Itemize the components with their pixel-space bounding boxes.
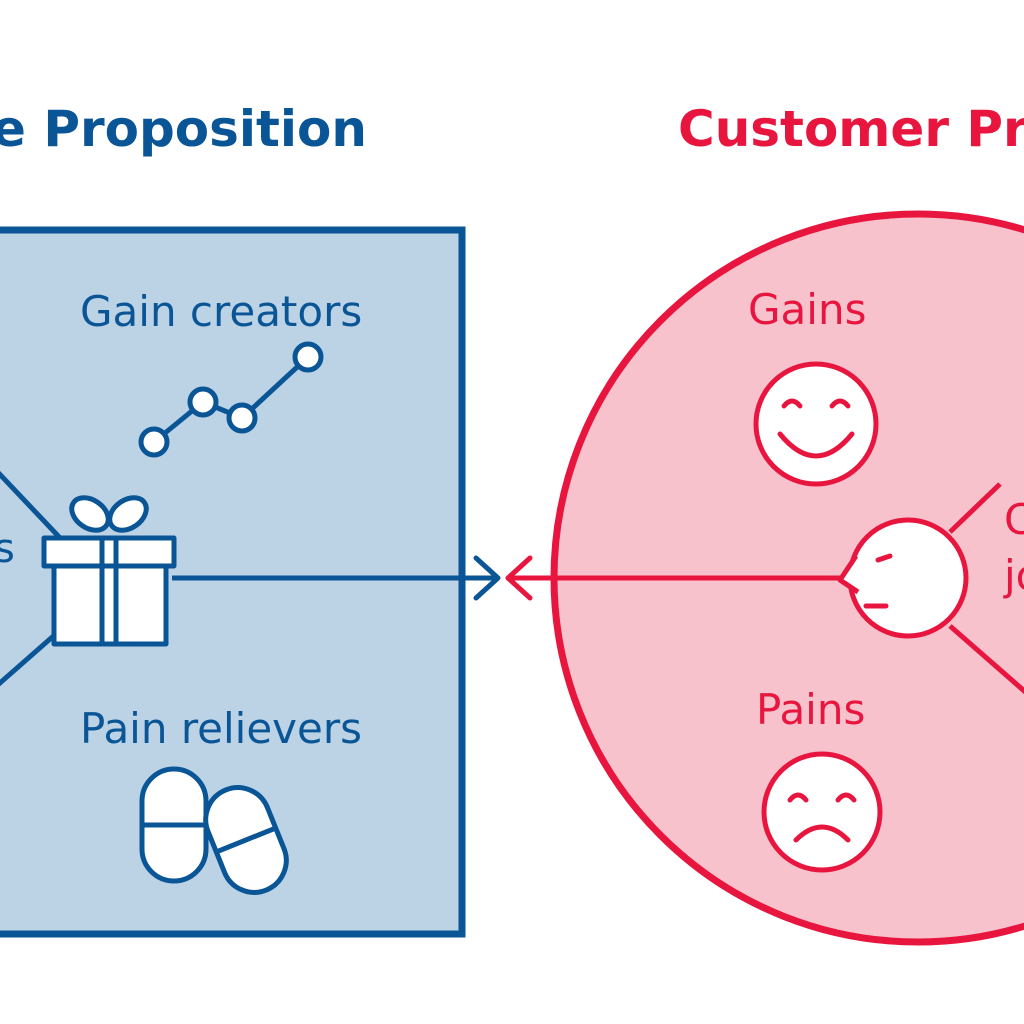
arrow-left-icon: [505, 555, 533, 601]
value-proposition-title: e Proposition: [0, 100, 367, 158]
smiley-face-icon: [753, 361, 879, 487]
value-proposition-square: s Gain creators Pain relievers: [0, 226, 501, 938]
customer-head-icon: [837, 517, 969, 639]
customer-profile-title: Customer Pr: [678, 100, 1024, 158]
arrow-right-icon: [473, 555, 501, 601]
pain-relievers-label: Pain relievers: [80, 704, 362, 753]
pains-label: Pains: [756, 685, 865, 734]
sad-face-icon: [761, 751, 883, 873]
products-spoke-bottom: [0, 630, 60, 687]
line-chart-icon: [138, 341, 324, 458]
products-services-label: s: [0, 526, 15, 572]
gains-label: Gains: [748, 285, 866, 334]
customer-jobs-label-line2: jo: [1003, 551, 1024, 600]
customer-jobs-spoke-bottom: [948, 624, 1024, 695]
customer-jobs-spoke-top: [948, 482, 1002, 534]
gain-creators-label: Gain creators: [80, 287, 362, 336]
products-spoke-top: [0, 470, 64, 542]
gift-icon: [41, 495, 177, 647]
pills-icon: [139, 766, 289, 895]
customer-profile-circle: C jo Gains Pains: [505, 210, 1024, 946]
customer-jobs-label-line1: C: [1004, 495, 1024, 544]
